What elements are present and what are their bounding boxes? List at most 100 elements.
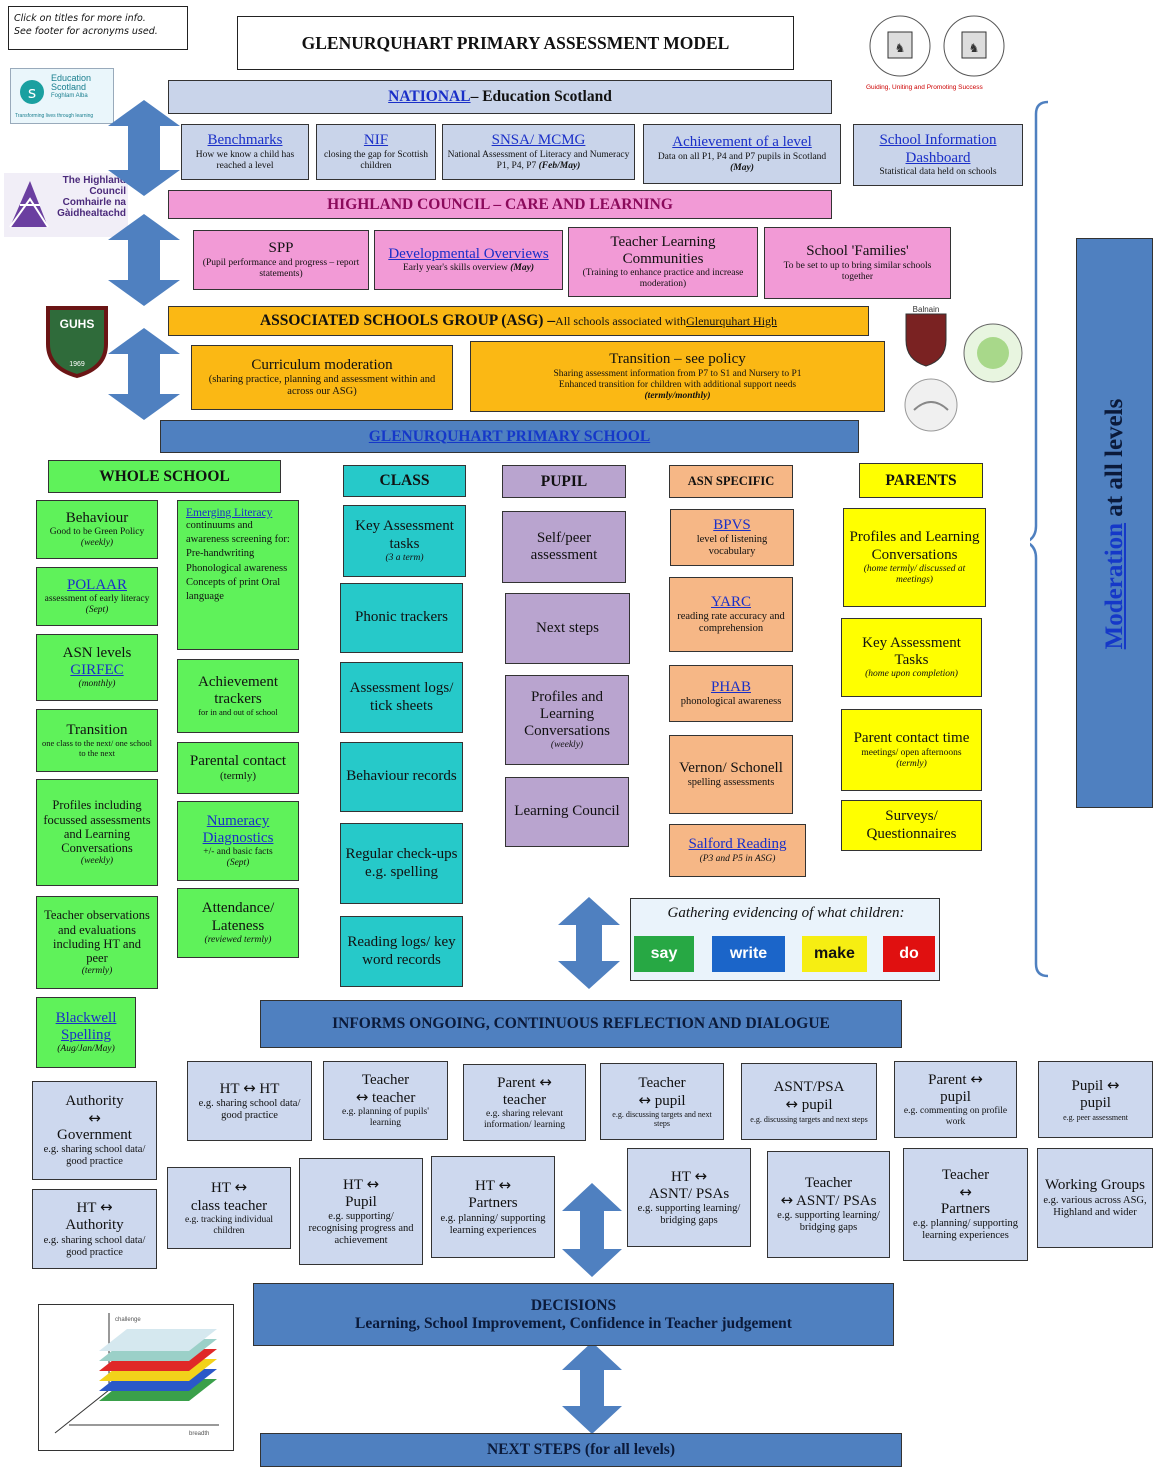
profiles-box[interactable]: Profiles including focussed assessments …	[36, 779, 158, 886]
dlg5-arrow-icon: ↔	[366, 1174, 380, 1193]
gathering-evidence-box: Gathering evidencing of what children: s…	[630, 898, 940, 981]
transition-box[interactable]: Transition one class to the next/ one sc…	[36, 709, 158, 772]
teacher-asnt-box[interactable]: Teacher ↔ ASNT/ PSAs e.g. supporting lea…	[767, 1151, 890, 1258]
benchmarks-box[interactable]: Benchmarks How we know a child has reach…	[181, 124, 309, 180]
dlg4-arrow-icon: ↔	[355, 1088, 369, 1107]
benchmarks-link[interactable]: Benchmarks	[207, 132, 283, 149]
attendance-box[interactable]: Attendance/ Lateness (reviewed termly)	[177, 888, 299, 958]
behaviour-sub: Good to be Green Policy	[49, 527, 145, 538]
spp-title: SPP	[268, 240, 294, 257]
key-assessment-tasks-box[interactable]: Key Assessment tasks (3 a term)	[343, 505, 466, 577]
emerging-literacy-link[interactable]: Emerging Literacy	[186, 507, 273, 519]
developmental-overviews-link[interactable]: Developmental Overviews	[388, 245, 549, 262]
profiles-learning-conversations-box[interactable]: Profiles and Learning Conversations (wee…	[505, 675, 629, 765]
self-peer-assessment-box[interactable]: Self/peer assessment	[502, 511, 626, 583]
vernon-schonell-box[interactable]: Vernon/ Schonell spelling assessments	[669, 735, 793, 814]
dlg1-sub: e.g. sharing school data/ good practice	[43, 1234, 146, 1258]
national-link[interactable]: NATIONAL	[388, 88, 471, 105]
ht-asnt-box[interactable]: HT ↔ ASNT/ PSAs e.g. supporting learning…	[627, 1148, 751, 1247]
achievement-trackers-box[interactable]: Achievement trackers for in and out of s…	[177, 659, 299, 733]
numeracy-diagnostics-link[interactable]: Numeracy Diagnostics	[202, 812, 274, 847]
regular-checkups-box[interactable]: Regular check-ups e.g. spelling	[340, 823, 463, 904]
glenurquhart-high-link[interactable]: Glenurquhart High	[686, 313, 778, 328]
education-scotland-logo[interactable]: s Education Scotland Foghlam Alba Transf…	[10, 68, 114, 124]
achievement-level-box[interactable]: Achievement of a level Data on all P1, P…	[643, 124, 841, 184]
parent-contact-time-title: Parent contact time	[853, 730, 970, 747]
blackwell-spelling-link[interactable]: Blackwell Spelling	[55, 1009, 117, 1044]
spp-box[interactable]: SPP (Pupil performance and progress – re…	[193, 230, 369, 290]
parent-pupil-box[interactable]: Parent ↔ pupil e.g. commenting on profil…	[894, 1061, 1017, 1138]
teacher-teacher-box[interactable]: Teacher ↔ teacher e.g. planning of pupil…	[323, 1061, 448, 1140]
salford-reading-box[interactable]: Salford Reading (P3 and P5 in ASG)	[669, 824, 806, 877]
parental-contact-box[interactable]: Parental contact (termly)	[177, 742, 299, 794]
learning-council-box[interactable]: Learning Council	[505, 777, 629, 847]
parents-profiles-box[interactable]: Profiles and Learning Conversations (hom…	[843, 508, 986, 607]
pupil-pupil-box[interactable]: Pupil ↔ pupil e.g. peer assessment	[1038, 1061, 1153, 1138]
bpvs-box[interactable]: BPVS level of listening vocabulary	[670, 509, 794, 566]
highland-council-logo[interactable]: The Highland Council Comhairle na Gàidhe…	[4, 173, 128, 237]
nif-box[interactable]: NIF closing the gap for Scottish childre…	[316, 124, 436, 180]
behaviour-records-box[interactable]: Behaviour records	[340, 742, 463, 812]
parent-contact-time-box[interactable]: Parent contact time meetings/ open after…	[841, 709, 982, 791]
ht-ht-box[interactable]: HT ↔ HT e.g. sharing school data/ good p…	[187, 1061, 312, 1141]
authority-government-box[interactable]: Authority ↔ Government e.g. sharing scho…	[32, 1081, 157, 1180]
teacher-partners-box[interactable]: Teacher ↔ Partners e.g. planning/ suppor…	[903, 1148, 1028, 1261]
phab-box[interactable]: PHAB phonological awareness	[669, 665, 793, 722]
blackwell-spelling-box[interactable]: Blackwell Spelling (Aug/Jan/May)	[36, 997, 136, 1068]
national-rest: – Education Scotland	[470, 88, 612, 105]
moderation-link[interactable]: Moderation	[1101, 522, 1128, 650]
ht-authority-box[interactable]: HT ↔ Authority e.g. sharing school data/…	[32, 1189, 157, 1269]
emerging-literacy-box[interactable]: Emerging Literacy continuums and awarene…	[177, 500, 299, 650]
salford-reading-link[interactable]: Salford Reading	[688, 836, 787, 853]
transition-policy-box[interactable]: Transition – see policy Sharing assessme…	[470, 341, 885, 412]
assessment-logs-box[interactable]: Assessment logs/ tick sheets	[340, 662, 463, 733]
page-title: GLENURQUHART PRIMARY ASSESSMENT MODEL	[237, 16, 794, 70]
asg-bar: ASSOCIATED SCHOOLS GROUP (ASG) – All sch…	[168, 306, 869, 336]
school-dashboard-box[interactable]: School Information Dashboard Statistical…	[853, 124, 1023, 186]
word-make	[802, 936, 867, 972]
girfec-link[interactable]: GIRFEC	[70, 662, 124, 679]
parents-key-tasks-box[interactable]: Key Assessment Tasks (home upon completi…	[841, 618, 982, 697]
polaar-link[interactable]: POLAAR	[66, 576, 127, 593]
phonic-trackers-box[interactable]: Phonic trackers	[340, 583, 463, 653]
asn-levels-box[interactable]: ASN levels GIRFEC (monthly)	[36, 634, 158, 701]
curriculum-moderation-box[interactable]: Curriculum moderation (sharing practice,…	[191, 345, 453, 410]
snsa-link[interactable]: SNSA/ MCMG	[491, 132, 586, 149]
ht-class-teacher-box[interactable]: HT ↔ class teacher e.g. tracking individ…	[167, 1167, 291, 1249]
moderation-bar: Moderation at all levels	[1076, 238, 1153, 808]
numeracy-diagnostics-box[interactable]: Numeracy Diagnostics +/- and basic facts…	[177, 801, 299, 881]
ht-partners-box[interactable]: HT ↔ Partners e.g. planning/ supporting …	[431, 1156, 555, 1258]
asg-school-arrow	[108, 328, 180, 420]
reading-logs-box[interactable]: Reading logs/ key word records	[340, 916, 463, 987]
ht-pupil-box[interactable]: HT ↔ Pupil e.g. supporting/ recognising …	[299, 1158, 423, 1265]
snsa-box[interactable]: SNSA/ MCMG National Assessment of Litera…	[442, 124, 635, 180]
next-steps-pupil-box[interactable]: Next steps	[505, 593, 630, 664]
teacher-learning-communities-box[interactable]: Teacher Learning Communities (Training t…	[568, 227, 758, 297]
achievement-level-link[interactable]: Achievement of a level	[672, 134, 812, 151]
transition-policy-sub-em: (termly/monthly)	[644, 390, 711, 401]
nif-link[interactable]: NIF	[363, 132, 389, 149]
surveys-box[interactable]: Surveys/ Questionnaires	[841, 800, 982, 851]
behaviour-box[interactable]: Behaviour Good to be Green Policy (weekl…	[36, 500, 158, 559]
school-dashboard-link[interactable]: School Information Dashboard	[879, 132, 997, 166]
cube-bottom-label: breadth	[189, 1431, 209, 1437]
next-steps-text: NEXT STEPS (for all levels)	[486, 1441, 676, 1458]
developmental-overviews-box[interactable]: Developmental Overviews Early year's ski…	[374, 230, 563, 290]
teacher-observations-box[interactable]: Teacher observations and evaluations inc…	[36, 896, 158, 989]
dlg12-sub: e.g. commenting on profile work	[903, 1106, 1008, 1128]
dlg3-title: HT	[210, 1180, 231, 1197]
phab-link[interactable]: PHAB	[710, 678, 751, 695]
teacher-pupil-box[interactable]: Teacher ↔ pupil e.g. discussing targets …	[600, 1063, 724, 1140]
school-families-box[interactable]: School 'Families' To be set to up to bri…	[764, 227, 951, 299]
asnt-pupil-box[interactable]: ASNT/PSA ↔ pupil e.g. discussing targets…	[741, 1063, 877, 1140]
parent-teacher-box[interactable]: Parent ↔ teacher e.g. sharing relevant i…	[463, 1064, 586, 1141]
yarc-link[interactable]: YARC	[710, 593, 751, 610]
word-do-label: do	[899, 945, 919, 962]
dlg13-title2: Partners	[940, 1201, 991, 1218]
school-title-link[interactable]: GLENURQUHART PRIMARY SCHOOL	[368, 427, 651, 445]
yarc-box[interactable]: YARC reading rate accuracy and comprehen…	[669, 577, 793, 652]
dlg13-title: Teacher	[941, 1166, 990, 1183]
working-groups-box[interactable]: Working Groups e.g. various across ASG, …	[1037, 1148, 1153, 1248]
polaar-box[interactable]: POLAAR assessment of early literacy (Sep…	[36, 567, 158, 626]
bpvs-link[interactable]: BPVS	[713, 516, 751, 533]
